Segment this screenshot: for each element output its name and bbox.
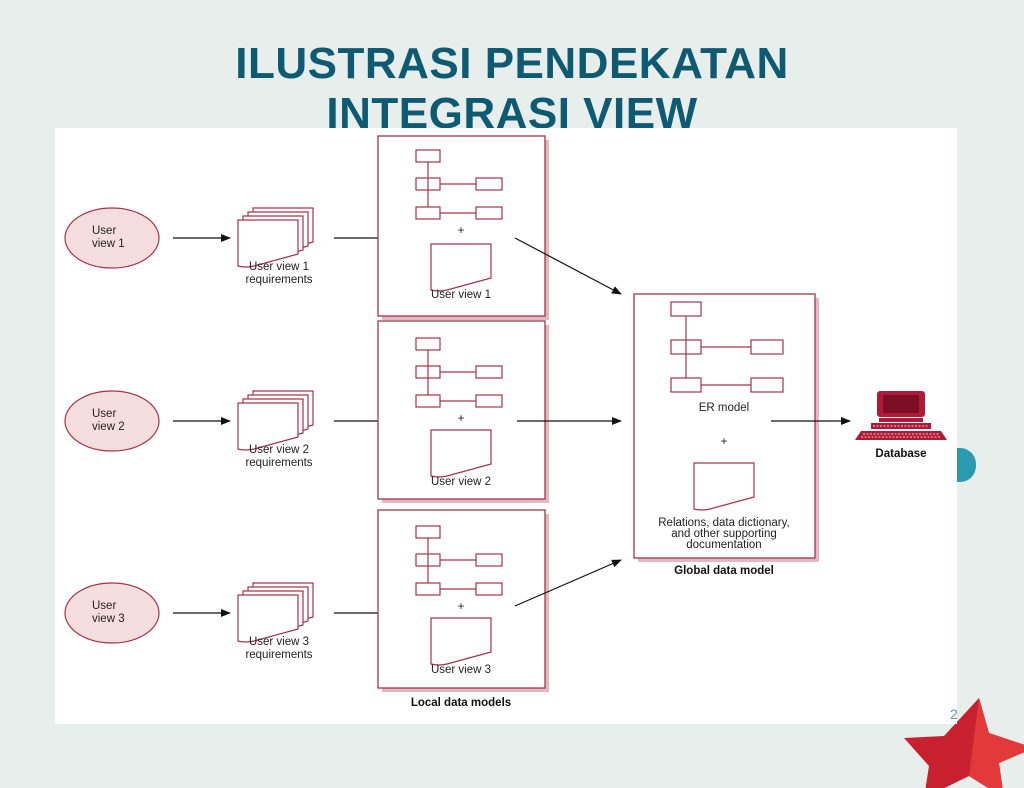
global-doc-label-c: documentation (686, 539, 761, 551)
svg-text:+: + (458, 413, 465, 425)
svg-text:Relations, data dictionary,: Relations, data dictionary, (658, 517, 789, 529)
svg-text:+: + (721, 436, 728, 448)
svg-text:User view 1: User view 1 (249, 261, 309, 273)
decorative-star-shape (904, 698, 1024, 788)
view-integration-diagram: User view 1 User view 1 requirements (64, 135, 947, 709)
local-data-model-2: + User view 2 (377, 320, 549, 503)
svg-text:view 3: view 3 (92, 613, 125, 625)
user-view-1-circle-label-a: User (92, 225, 116, 237)
svg-text:Database: Database (875, 448, 926, 460)
requirements-1-label-b: requirements (245, 274, 312, 286)
local-data-model-3: + User view 3 (377, 509, 549, 692)
svg-text:User: User (92, 225, 116, 237)
svg-text:view 2: view 2 (92, 421, 125, 433)
requirements-2-label-a: User view 2 (249, 444, 309, 456)
svg-text:documentation: documentation (686, 539, 761, 551)
user-view-2-circle (64, 390, 160, 452)
svg-text:+: + (458, 601, 465, 613)
requirements-1-label-a: User view 1 (249, 261, 309, 273)
svg-text:ER model: ER model (699, 402, 750, 414)
global-data-model-caption: Global data model (674, 565, 774, 577)
database-computer-icon (855, 391, 947, 440)
svg-text:Local data models: Local data models (411, 697, 511, 709)
global-data-model: ER model + Relations, data dictionary, a… (633, 293, 819, 562)
requirements-2-label-b: requirements (245, 457, 312, 469)
requirements-3-label-a: User view 3 (249, 636, 309, 648)
global-doc-label-b: and other supporting (671, 528, 777, 540)
user-view-2-circle-label-b: view 2 (92, 421, 125, 433)
arrow-local-1-to-global (514, 237, 622, 295)
user-view-1-circle-label-b: view 1 (92, 238, 125, 250)
er-model-label: ER model (699, 402, 750, 414)
database-label: Database (875, 448, 926, 460)
svg-text:view 1: view 1 (92, 238, 125, 250)
svg-text:User view 1: User view 1 (431, 289, 491, 301)
svg-text:requirements: requirements (245, 274, 312, 286)
svg-text:requirements: requirements (245, 649, 312, 661)
local-data-models-caption: Local data models (411, 697, 511, 709)
local-model-1-label: User view 1 (431, 289, 491, 301)
global-doc-label-a: Relations, data dictionary, (658, 517, 789, 529)
plus-sign-global: + (721, 436, 728, 448)
user-view-2-group: User view 2 User view 2 requirements (64, 320, 549, 503)
svg-text:and other supporting: and other supporting (671, 528, 777, 540)
user-view-3-group: User view 3 User view 3 requirements (64, 509, 549, 692)
plus-sign-1: + (458, 225, 465, 237)
requirements-doc-stack-2 (237, 390, 314, 451)
requirements-doc-stack-3 (237, 582, 314, 643)
plus-sign-3: + (458, 601, 465, 613)
user-view-3-circle (64, 582, 160, 644)
title-line-1: ILUSTRASI PENDEKATAN (235, 39, 789, 89)
svg-text:User view 2: User view 2 (249, 444, 309, 456)
requirements-doc-stack-1 (237, 207, 314, 268)
diagram-panel: User view 1 User view 1 requirements (55, 128, 957, 724)
local-data-model-1: + User view 1 (377, 135, 549, 320)
requirements-3-label-b: requirements (245, 649, 312, 661)
svg-text:User view 3: User view 3 (431, 664, 491, 676)
svg-text:Global data model: Global data model (674, 565, 774, 577)
user-view-2-circle-label-a: User (92, 408, 116, 420)
user-view-1-group: User view 1 User view 1 requirements (64, 135, 549, 320)
user-view-1-circle (64, 207, 160, 269)
svg-text:User: User (92, 408, 116, 420)
user-view-3-circle-label-b: view 3 (92, 613, 125, 625)
svg-text:+: + (458, 225, 465, 237)
svg-text:requirements: requirements (245, 457, 312, 469)
svg-text:User view 2: User view 2 (431, 476, 491, 488)
svg-text:User view 3: User view 3 (249, 636, 309, 648)
local-model-2-label: User view 2 (431, 476, 491, 488)
arrow-local-3-to-global (514, 559, 622, 607)
svg-text:User: User (92, 600, 116, 612)
slide-number: 2 (950, 706, 958, 722)
plus-sign-2: + (458, 413, 465, 425)
user-view-3-circle-label-a: User (92, 600, 116, 612)
local-model-3-label: User view 3 (431, 664, 491, 676)
slide-title: ILUSTRASI PENDEKATAN INTEGRASI VIEW (0, 39, 1024, 139)
